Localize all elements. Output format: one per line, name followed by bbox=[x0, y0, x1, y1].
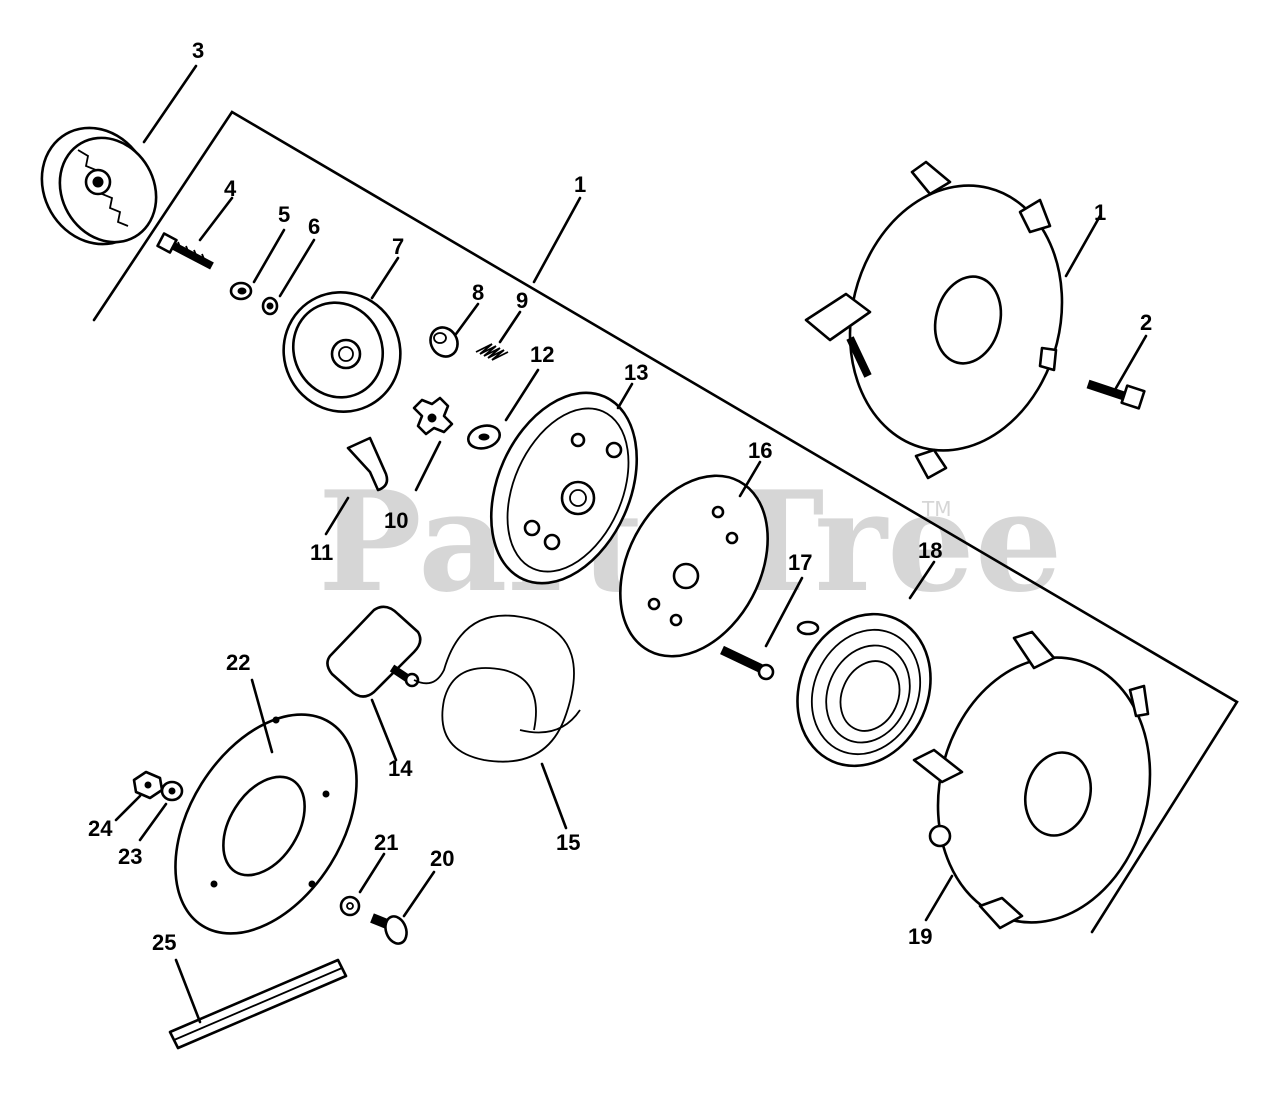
part-1-starter-housing[interactable] bbox=[804, 160, 1089, 480]
part-21-lock-washer[interactable] bbox=[339, 895, 361, 917]
callout-1-housing: 1 bbox=[1094, 200, 1106, 225]
part-4-screw[interactable] bbox=[156, 232, 214, 270]
callout-4: 4 bbox=[224, 176, 237, 201]
callout-16: 16 bbox=[748, 438, 772, 463]
callout-3: 3 bbox=[192, 38, 204, 63]
callout-17: 17 bbox=[788, 550, 812, 575]
leader-lines bbox=[114, 64, 1148, 1024]
part-5-washer[interactable] bbox=[229, 281, 253, 301]
part-6-small-washer[interactable] bbox=[261, 296, 279, 316]
part-20-screw[interactable] bbox=[370, 913, 410, 946]
part-25-channel-strip[interactable] bbox=[168, 958, 348, 1050]
part-15-rope[interactable] bbox=[413, 614, 581, 763]
callout-13: 13 bbox=[624, 360, 648, 385]
callout-24: 24 bbox=[88, 816, 113, 841]
part-9-spring[interactable] bbox=[475, 343, 509, 361]
part-3-gear-hub[interactable] bbox=[21, 108, 175, 264]
part-10-retainer[interactable] bbox=[412, 396, 454, 436]
part-7-pawl-cup[interactable] bbox=[264, 273, 420, 431]
watermark-trademark: TM bbox=[921, 497, 951, 521]
callout-22: 22 bbox=[226, 650, 250, 675]
callout-7: 7 bbox=[392, 234, 404, 259]
part-23-washer[interactable] bbox=[160, 780, 184, 802]
part-11-clip[interactable] bbox=[346, 436, 389, 492]
part-14-handle[interactable] bbox=[326, 605, 422, 698]
callout-18: 18 bbox=[918, 538, 942, 563]
callout-6: 6 bbox=[308, 214, 320, 239]
callout-10: 10 bbox=[384, 508, 408, 533]
callout-23: 23 bbox=[118, 844, 142, 869]
callout-1-top: 1 bbox=[574, 172, 586, 197]
callout-labels: 1 1 2 3 4 5 6 7 8 9 10 11 12 13 14 15 16… bbox=[88, 38, 1152, 955]
assembly-bracket bbox=[92, 110, 1239, 934]
callout-20: 20 bbox=[430, 846, 454, 871]
callout-25: 25 bbox=[152, 930, 176, 955]
part-22-gasket[interactable] bbox=[138, 682, 394, 966]
part-2-bolt[interactable] bbox=[1086, 379, 1146, 410]
callout-14: 14 bbox=[388, 756, 413, 781]
callout-19: 19 bbox=[908, 924, 932, 949]
callout-9: 9 bbox=[516, 288, 528, 313]
part-19-housing[interactable] bbox=[911, 630, 1178, 945]
part-12-washer[interactable] bbox=[466, 422, 503, 452]
callout-15: 15 bbox=[556, 830, 580, 855]
part-18-recoil-spring[interactable] bbox=[774, 593, 954, 788]
callout-5: 5 bbox=[278, 202, 290, 227]
part-16-plate[interactable] bbox=[591, 450, 798, 681]
callout-11: 11 bbox=[310, 540, 333, 565]
part-8-bushing[interactable] bbox=[425, 323, 463, 362]
callout-21: 21 bbox=[374, 830, 398, 855]
part-17-screw[interactable] bbox=[720, 645, 775, 681]
part-13-pulley[interactable] bbox=[463, 370, 665, 606]
part-24-nut[interactable] bbox=[132, 770, 164, 800]
callout-8: 8 bbox=[472, 280, 484, 305]
callout-12: 12 bbox=[530, 342, 554, 367]
callout-2: 2 bbox=[1140, 310, 1152, 335]
